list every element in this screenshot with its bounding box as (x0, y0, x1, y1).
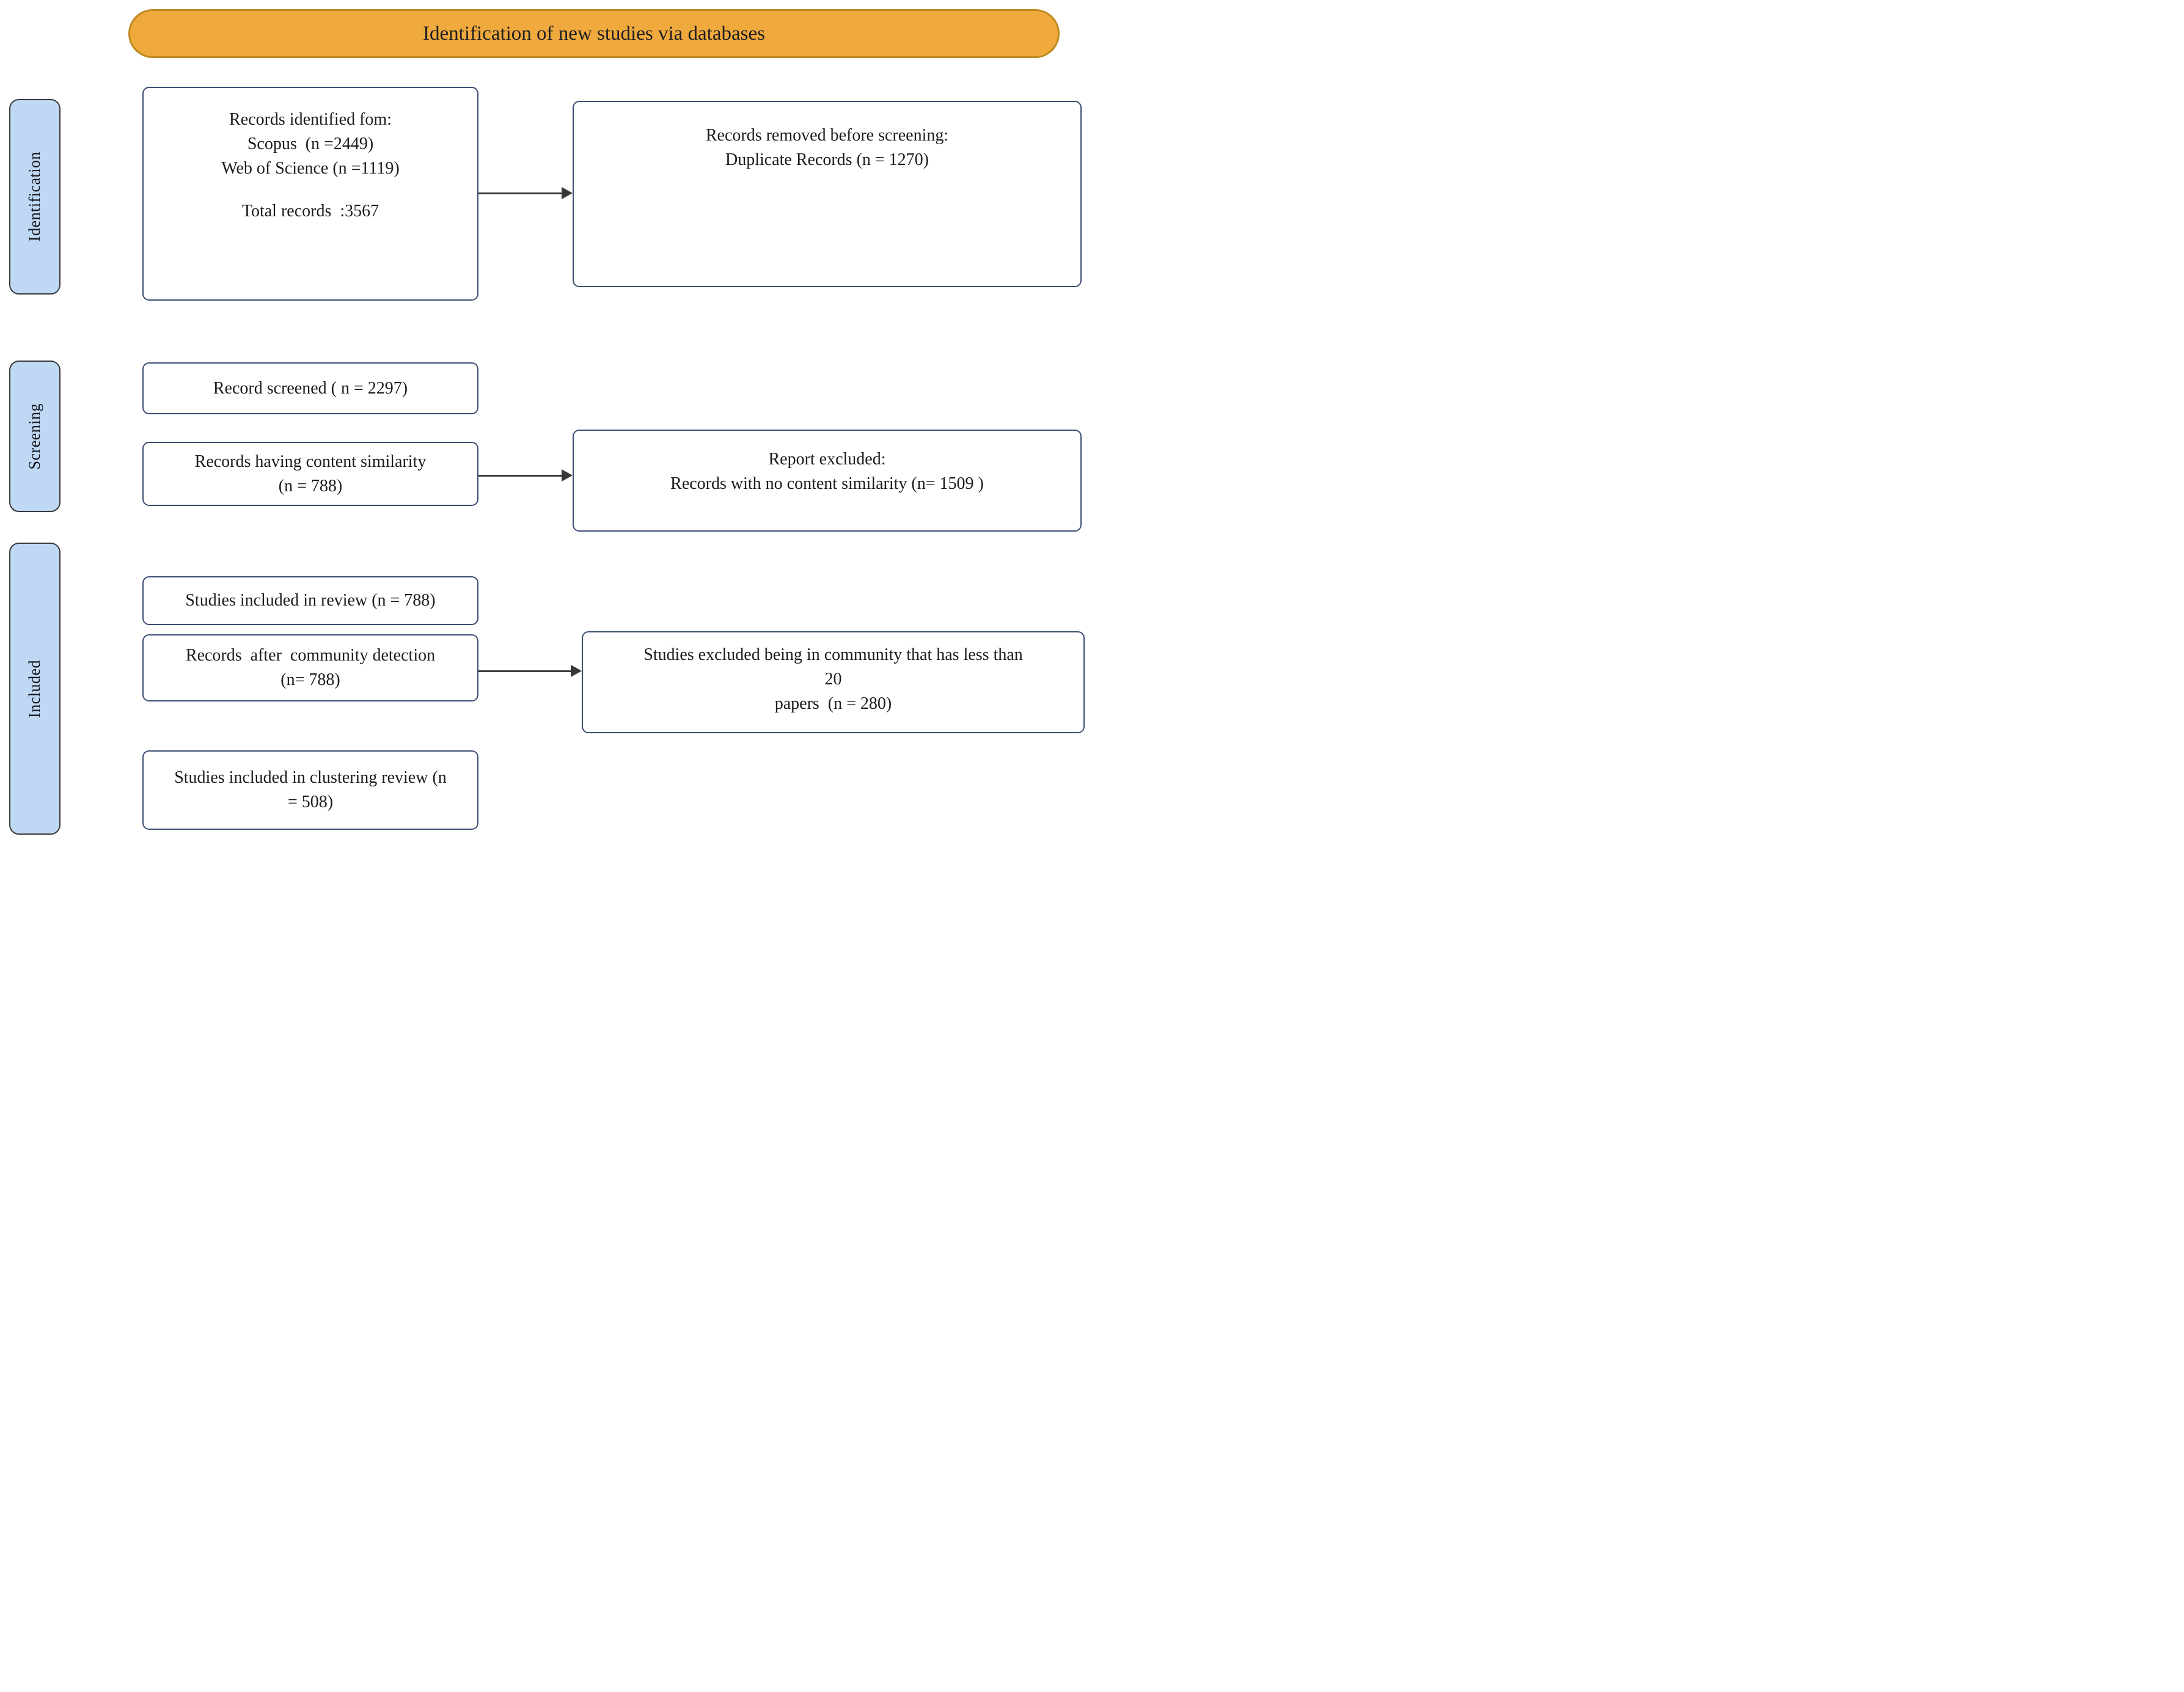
box-text-line: Web of Science (n =1119) (221, 159, 400, 178)
box-text-line: Record screened ( n = 2297) (213, 378, 408, 398)
banner-identification-of-new-studies: Identification of new studies via databa… (128, 9, 1060, 58)
box-text-line: Total records :3567 (241, 202, 379, 221)
stage-tab-identification-label: Identification (26, 152, 43, 242)
box-records-identified: Records identified fom: Scopus (n =2449)… (142, 87, 478, 301)
prisma-flow-diagram: Identification of new studies via databa… (0, 0, 1092, 846)
box-text-line: Records identified fom: (229, 110, 392, 129)
box-studies-excluded-small-community: Studies excluded being in community that… (582, 631, 1085, 733)
box-text-line: Studies included in review (n = 788) (185, 591, 436, 610)
stage-tab-included: Included (9, 543, 60, 835)
box-text-line: papers (n = 280) (774, 694, 892, 713)
box-text-line: (n= 788) (280, 670, 340, 689)
stage-tab-included-label: Included (26, 659, 43, 718)
arrow-head-icon (562, 469, 573, 482)
box-text-line: Studies included in clustering review (n (174, 768, 447, 787)
box-text-line: Studies excluded being in community that… (643, 645, 1023, 664)
stage-tab-identification: Identification (9, 99, 60, 295)
box-studies-included-clustering-review: Studies included in clustering review (n… (142, 750, 478, 830)
box-text-line: Records with no content similarity (n= 1… (670, 474, 984, 493)
box-text-line: (n = 788) (278, 476, 343, 496)
arrow-shaft (478, 670, 573, 672)
box-text-line-spacer (150, 181, 471, 199)
box-text-line: Duplicate Records (n = 1270) (725, 150, 929, 169)
box-text-line: Report excluded: (768, 450, 886, 469)
box-text-line: Records having content similarity (194, 452, 427, 471)
box-text-line: Records removed before screening: (705, 126, 949, 145)
box-text-line: 20 (824, 670, 842, 689)
box-text-line: = 508) (287, 793, 334, 811)
box-text-line: Records after community detection (185, 646, 436, 665)
box-reports-excluded: Report excluded: Records with no content… (573, 430, 1082, 532)
box-text-line: Scopus (n =2449) (247, 134, 374, 153)
arrow-shaft (478, 474, 563, 477)
box-records-content-similarity: Records having content similarity (n = 7… (142, 442, 478, 506)
arrow-head-icon (562, 187, 573, 199)
box-records-screened: Record screened ( n = 2297) (142, 362, 478, 414)
stage-tab-screening: Screening (9, 361, 60, 512)
box-studies-included-in-review: Studies included in review (n = 788) (142, 576, 478, 625)
box-records-removed-before-screening: Records removed before screening: Duplic… (573, 101, 1082, 287)
banner-label: Identification of new studies via databa… (423, 22, 765, 45)
box-records-after-community-detection: Records after community detection (n= 78… (142, 634, 478, 701)
stage-tab-screening-label: Screening (26, 403, 43, 470)
arrow-shaft (478, 192, 563, 194)
arrow-head-icon (571, 665, 582, 677)
